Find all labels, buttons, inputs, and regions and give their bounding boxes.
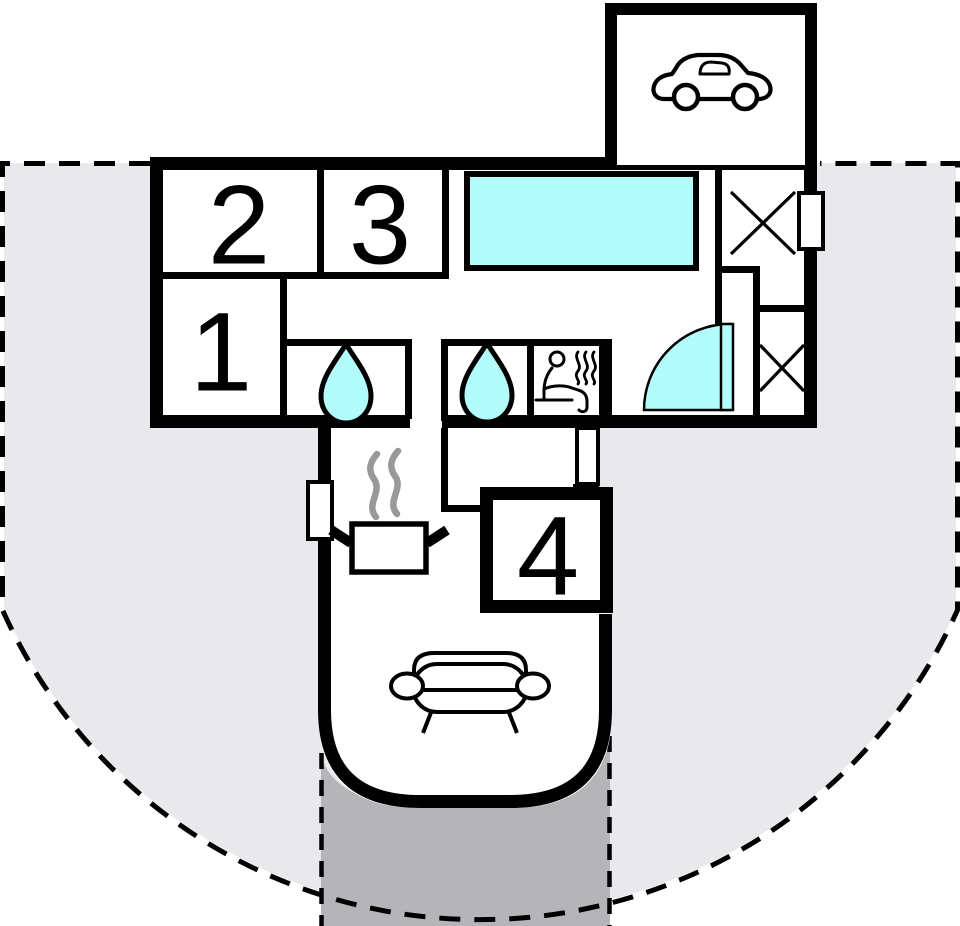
- sofa-icon: [389, 651, 551, 734]
- car-body: [651, 52, 773, 102]
- steam-wave: [388, 447, 402, 518]
- hall-bottom-wall: [441, 505, 488, 512]
- wall-xroom-upper-bottom: [715, 266, 760, 273]
- room-4-label: 4: [517, 494, 579, 619]
- wall-shower1-right: [405, 339, 412, 419]
- cooking-pot-icon: [328, 521, 450, 575]
- wall-room2-room3: [317, 170, 324, 279]
- pot-handle-right: [424, 525, 450, 548]
- wall-xrooms-divider: [753, 266, 760, 428]
- garage-wall-top: [605, 3, 817, 15]
- garage-wall-left: [605, 3, 617, 165]
- wall-rooms-bottom: [156, 272, 448, 279]
- wall-pool-corridor: [715, 170, 722, 326]
- garage-floor: [605, 3, 817, 165]
- steam-wave: [367, 450, 381, 521]
- swimming-pool: [464, 171, 699, 271]
- car-wheel-front: [730, 82, 760, 112]
- sauna-person-leg: [542, 384, 589, 414]
- heat-wave: [574, 350, 581, 386]
- door-opening-marker-hall: [575, 426, 600, 486]
- upper-wing-wall-left: [150, 157, 163, 428]
- room-2-label: 2: [208, 163, 270, 288]
- sauna-person-icon: [534, 350, 597, 414]
- window-opening-marker-right: [797, 191, 825, 251]
- window-opening-marker-kitchen: [306, 480, 334, 541]
- car-wheel-rear: [671, 82, 701, 112]
- hall-left-wall: [441, 421, 448, 512]
- pot-handle-left: [328, 525, 354, 548]
- pot-body: [349, 521, 429, 575]
- wall-shower2-sauna: [527, 339, 534, 421]
- car-icon: [651, 52, 773, 112]
- wall-shower2-left: [441, 339, 448, 421]
- sofa-armrest-left: [389, 671, 425, 701]
- water-drop-icon: [459, 340, 515, 425]
- sauna-heat-waves: [574, 350, 597, 386]
- sofa-leg-right: [506, 709, 519, 734]
- x-stroke: [729, 190, 797, 256]
- car-window: [698, 60, 731, 76]
- wall-sauna-right: [599, 339, 612, 421]
- room-1-label: 1: [190, 290, 252, 415]
- heat-wave: [582, 350, 589, 386]
- garage-wall-right: [805, 3, 817, 165]
- heat-wave: [590, 350, 597, 386]
- door-swing-icon: [642, 322, 735, 412]
- sauna-person-head: [548, 350, 566, 368]
- plot-boundary: [0, 161, 960, 923]
- wall-xroom-lower-top: [753, 305, 817, 312]
- upper-wing-wall-bottom-left: [150, 415, 410, 428]
- x-stroke: [758, 343, 806, 393]
- wall-shower2-sauna-top: [441, 339, 601, 346]
- sofa-leg-left: [421, 709, 434, 734]
- window-x-icon: [758, 343, 806, 393]
- sauna-person-back: [542, 366, 554, 401]
- driveway-strip: [321, 738, 610, 926]
- window-x-icon: [729, 190, 797, 256]
- door-leaf: [719, 322, 735, 412]
- steam-icon: [367, 447, 402, 521]
- wall-room3-pool: [442, 170, 449, 279]
- room-3-label: 3: [349, 163, 411, 288]
- sofa-armrest-right: [515, 671, 551, 701]
- water-drop-icon: [318, 341, 374, 426]
- room-4-box: [480, 487, 613, 613]
- living-wing-walls: [318, 421, 612, 808]
- upper-wing-wall-bottom-right: [442, 415, 817, 428]
- wall-room1-right: [280, 279, 287, 421]
